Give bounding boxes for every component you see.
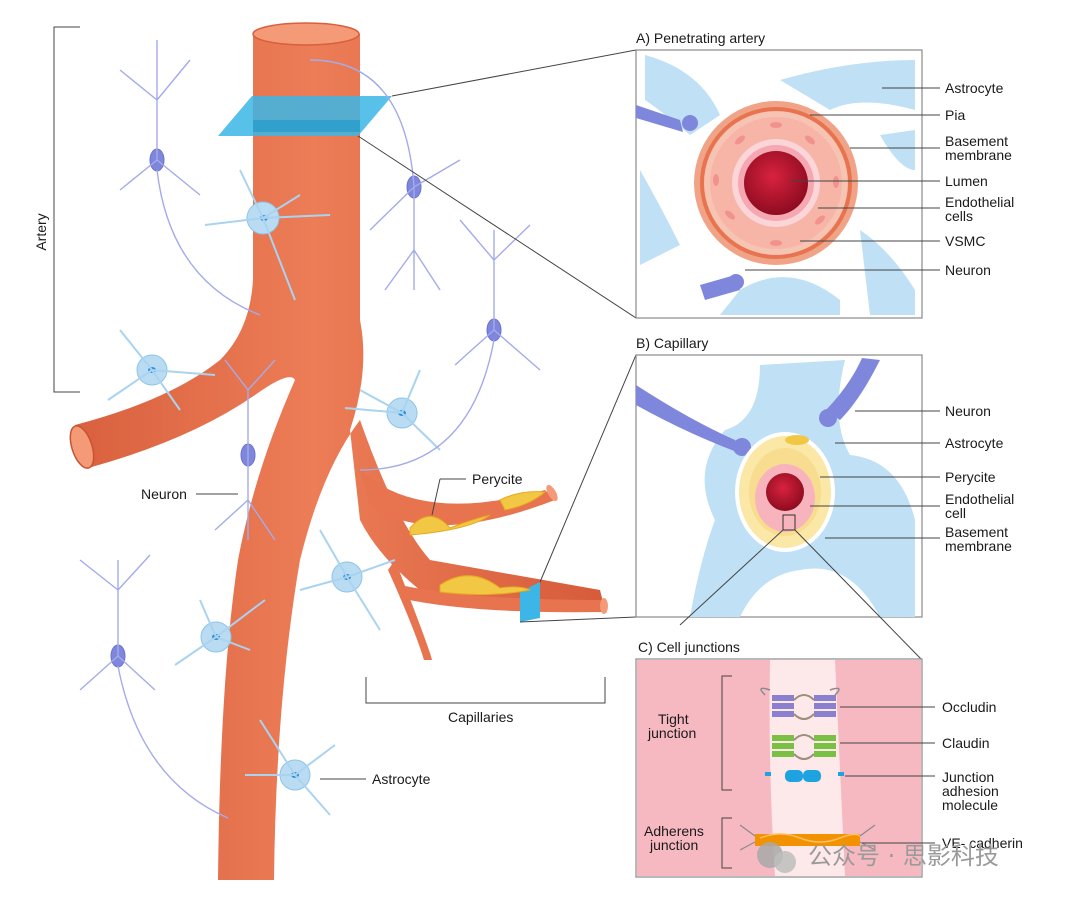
panel-a-label-membrane: membrane xyxy=(945,147,1012,163)
panel-c-tight-1: Tight xyxy=(658,711,689,727)
callout-a-bottom xyxy=(357,135,637,319)
callout-b-top xyxy=(539,354,637,583)
capillaries-label: Capillaries xyxy=(448,709,513,725)
panel-a-label-pia: Pia xyxy=(945,107,965,123)
panel-a-label-vsmc: VSMC xyxy=(945,233,985,249)
perycite-cells xyxy=(409,491,547,596)
panel-b-label-cell: cell xyxy=(945,505,966,521)
panel-c-cell-junctions: C) Cell junctions xyxy=(635,639,1023,878)
callout-a-top xyxy=(391,49,637,97)
neuron-processes xyxy=(79,40,541,819)
panel-b-label-neuron: Neuron xyxy=(945,403,991,419)
astrocyte-processes xyxy=(107,169,441,816)
panel-b-label-endothelial: Endothelial xyxy=(945,491,1014,507)
plane-b xyxy=(520,582,540,622)
panel-a-label-lumen: Lumen xyxy=(945,173,988,189)
panel-b-label-perycite: Perycite xyxy=(945,469,996,485)
artery-illustration: Artery Neuron Perycite Capillaries Astro… xyxy=(33,22,637,880)
panel-a-label-basement: Basement xyxy=(945,133,1008,149)
panel-a-label-cells: cells xyxy=(945,208,973,224)
panel-c-label-adhesion: adhesion xyxy=(942,783,999,799)
watermark: 公众号 · 思影科技 xyxy=(757,842,999,873)
panel-c-label-occludin: Occludin xyxy=(942,699,996,715)
neuron-label: Neuron xyxy=(141,486,187,502)
artery-label: Artery xyxy=(33,213,49,250)
panel-a-penetrating-artery: A) Penetrating artery xyxy=(635,30,1014,319)
panel-c-adherens-1: Adherens xyxy=(644,823,704,839)
capillaries-bracket xyxy=(365,677,606,704)
panel-b-label-basement: Basement xyxy=(945,524,1008,540)
panel-c-label-molecule: molecule xyxy=(942,797,998,813)
panel-c-label-junction: Junction xyxy=(942,769,994,785)
panel-b-label-astrocyte: Astrocyte xyxy=(945,435,1004,451)
panel-b-title: B) Capillary xyxy=(636,335,708,351)
panel-c-title: C) Cell junctions xyxy=(638,639,740,655)
jam-proteins xyxy=(765,770,844,782)
panel-a-title: A) Penetrating artery xyxy=(636,30,765,46)
panel-a-label-astrocyte: Astrocyte xyxy=(945,80,1004,96)
occludin-proteins xyxy=(760,687,840,720)
ve-cadherin-proteins xyxy=(739,824,876,851)
artery-trunk xyxy=(69,22,608,880)
claudin-proteins xyxy=(772,734,836,760)
callout-b-bottom xyxy=(519,616,637,623)
panel-a-label-neuron: Neuron xyxy=(945,262,991,278)
panel-c-tight-2: junction xyxy=(647,725,696,741)
watermark-text: 公众号 · 思影科技 xyxy=(808,842,999,870)
panel-a-label-endothelial: Endothelial xyxy=(945,194,1014,210)
panel-c-label-ve-cadherin: VE- cadherin xyxy=(942,835,1023,851)
panel-c-adherens-2: junction xyxy=(649,837,698,853)
panel-b-capillary: B) Capillary Neuron Astrocyte xyxy=(635,335,1014,661)
perycite-label: Perycite xyxy=(472,471,523,487)
astrocyte-label: Astrocyte xyxy=(372,771,431,787)
artery-bracket xyxy=(53,26,80,393)
panel-b-label-membrane: membrane xyxy=(945,538,1012,554)
wechat-icon xyxy=(757,842,796,873)
panel-c-label-claudin: Claudin xyxy=(942,735,989,751)
